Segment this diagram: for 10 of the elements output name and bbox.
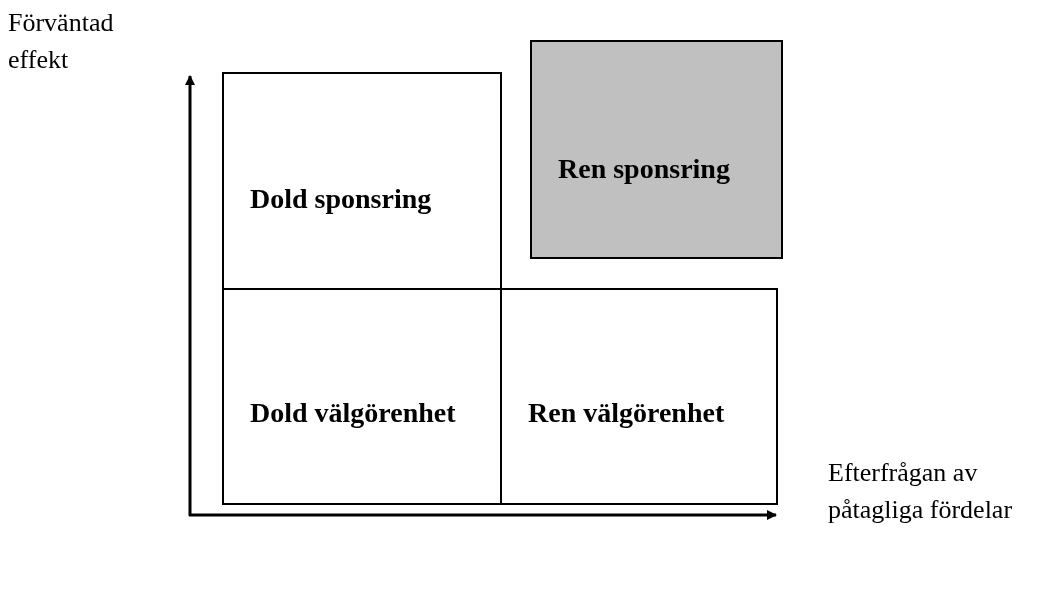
axis-title: Efterfrågan av påtagliga fördelar [828, 457, 1014, 526]
quadrant-box [222, 72, 502, 290]
quadrant-box [222, 288, 502, 505]
quadrant-box [500, 288, 778, 505]
quadrant-label: Ren välgörenhet [528, 396, 726, 430]
quadrant-label: Dold välgörenhet [250, 396, 457, 430]
axis-title: Förväntad effekt [8, 7, 115, 76]
quadrant-label: Ren sponsring [558, 152, 731, 186]
shaded-quadrant-box [530, 40, 783, 259]
quadrant-label: Dold sponsring [250, 182, 433, 216]
